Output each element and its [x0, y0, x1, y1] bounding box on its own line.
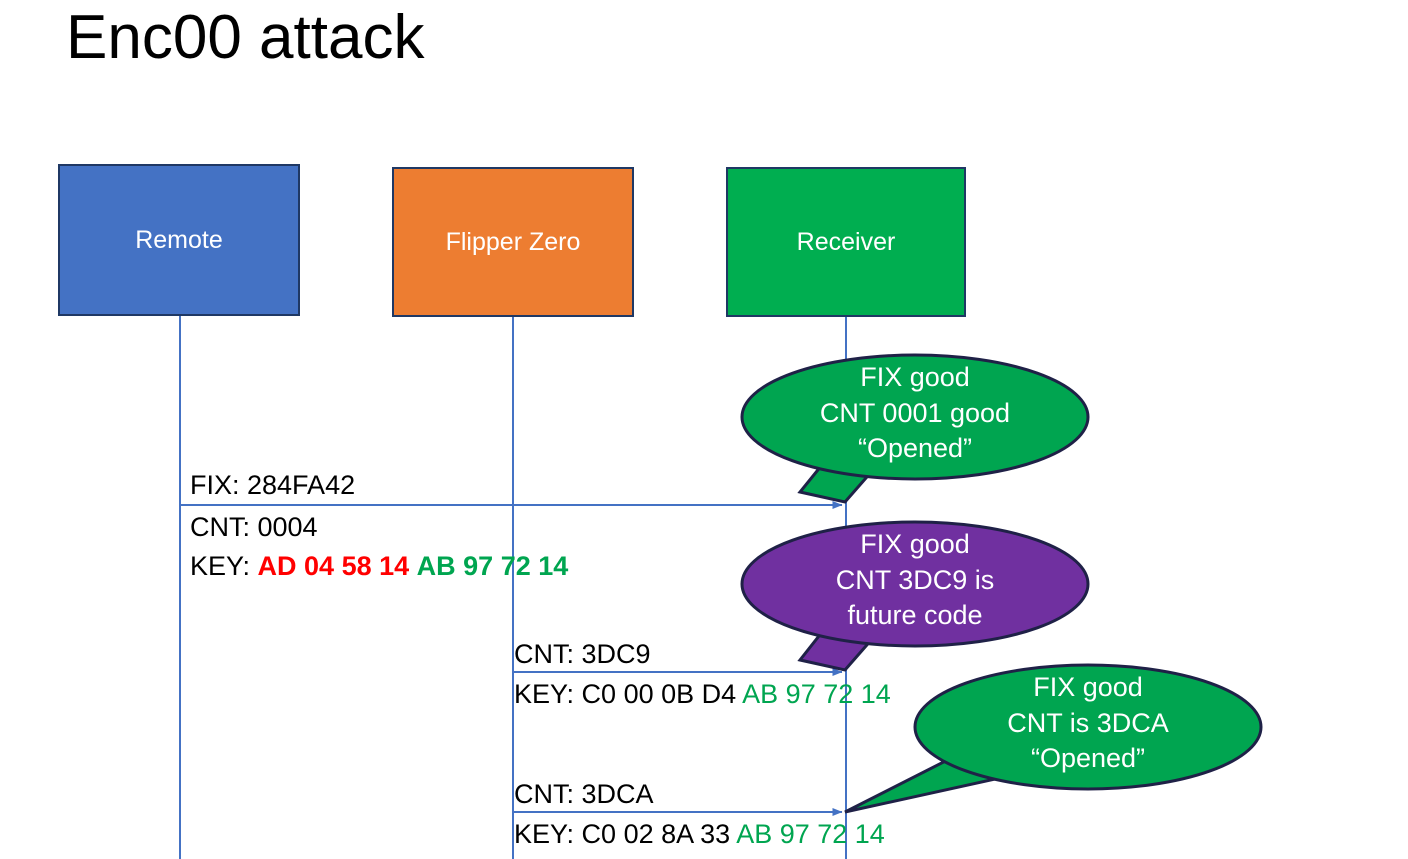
msg-2-key-line: KEY: C0 00 0B D4 AB 97 72 14 [514, 681, 891, 708]
actor-label-receiver: Receiver [796, 227, 896, 256]
actor-label-remote: Remote [135, 225, 223, 254]
msg-3-key-line: KEY: C0 02 8A 33 AB 97 72 14 [514, 821, 885, 848]
speech-bubble-2-text: FIX good CNT 3DC9 is future code [742, 527, 1088, 634]
msg-1-key-line: KEY: AD 04 58 14 AB 97 72 14 [190, 553, 568, 580]
bubble-1-line-2: CNT 0001 good [819, 397, 1011, 428]
msg-2-key-label: KEY: [514, 679, 582, 709]
bubble-1-line-3: “Opened” [857, 433, 973, 464]
speech-bubble-1 [740, 353, 1090, 504]
speech-bubble-3-text: FIX good CNT is 3DCA “Opened” [915, 670, 1261, 777]
bubble-2-line-1: FIX good [860, 529, 970, 559]
bubble-2-line-2: CNT 3DC9 is [835, 564, 995, 595]
msg-2-key-black: C0 00 0B D4 [581, 679, 737, 709]
speech-bubble-3 [844, 663, 1263, 814]
msg-3-cnt-line: CNT: 3DCA [514, 779, 654, 809]
msg-1-key-label: KEY: [190, 551, 258, 581]
actor-box-remote[interactable]: Remote [58, 164, 300, 316]
bubble-1-line-1: FIX good [860, 362, 970, 392]
actor-box-receiver[interactable]: Receiver [726, 167, 966, 317]
bubble-3-line-2: CNT is 3DCA [1007, 707, 1169, 738]
msg-1-key-red: AD 04 58 14 [257, 551, 410, 581]
msg-1-cnt-line: CNT: 0004 [190, 512, 318, 542]
actor-label-flipper: Flipper Zero [445, 227, 581, 256]
msg-1-key-gap [409, 551, 417, 581]
msg-1-fix-line: FIX: 284FA42 [190, 470, 356, 500]
speech-bubble-1-text: FIX good CNT 0001 good “Opened” [742, 360, 1088, 467]
msg-1-key-green: AB 97 72 14 [416, 551, 569, 581]
msg-2-key-green: AB 97 72 14 [742, 679, 891, 709]
msg-3-key-label: KEY: [514, 819, 582, 849]
msg-3-key-black: C0 02 8A 33 [581, 819, 731, 849]
msg-3-key-green: AB 97 72 14 [736, 819, 885, 849]
slide-title: Enc00 attack [66, 3, 425, 72]
msg-2-cnt-line: CNT: 3DC9 [514, 639, 651, 669]
speech-bubble-2 [740, 520, 1090, 672]
bubble-2-line-3: future code [847, 600, 983, 631]
bubble-3-line-3: “Opened” [1030, 743, 1146, 774]
actor-box-flipper[interactable]: Flipper Zero [392, 167, 634, 317]
bubble-3-line-1: FIX good [1033, 672, 1143, 702]
